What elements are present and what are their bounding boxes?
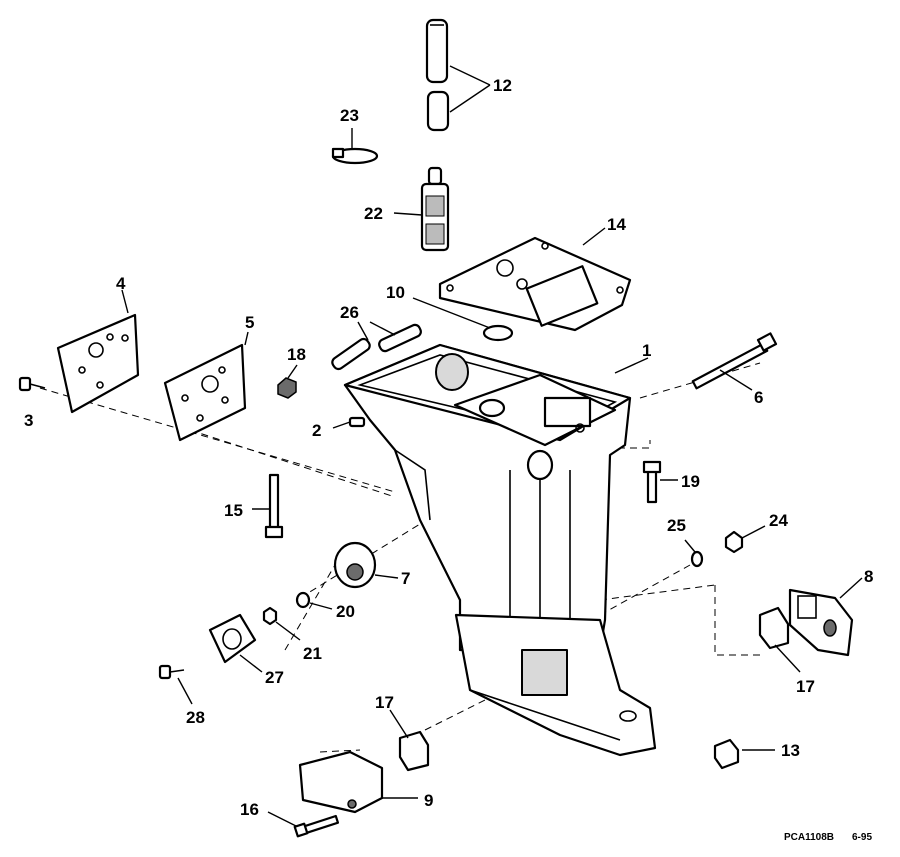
part-3-screw <box>18 376 46 392</box>
label-6: 6 <box>754 388 763 407</box>
part-2-plug <box>332 416 366 429</box>
label-27: 27 <box>265 668 284 687</box>
label-25: 25 <box>667 516 686 535</box>
label-24: 24 <box>769 511 788 530</box>
label-8: 8 <box>864 567 873 586</box>
label-13: 13 <box>781 741 800 760</box>
part-27-gasket <box>208 613 263 673</box>
label-22: 22 <box>364 204 383 223</box>
figure-date: 6-95 <box>852 832 872 843</box>
part-22-filter <box>393 166 450 252</box>
part-10-oring <box>412 297 514 342</box>
label-12: 12 <box>493 76 512 95</box>
part-19-bolt <box>642 460 678 504</box>
label-16: 16 <box>240 800 259 819</box>
label-20: 20 <box>336 602 355 621</box>
part-8-bracket <box>788 577 863 657</box>
part-12-tubes <box>425 18 491 132</box>
part-28-screw <box>158 664 193 705</box>
label-18: 18 <box>287 345 306 364</box>
label-15: 15 <box>224 501 243 520</box>
part-24-nut <box>724 525 766 554</box>
callout-labels: 12 23 22 14 4 10 26 5 1 18 6 3 2 19 15 2… <box>24 76 873 819</box>
part-15-bolt <box>252 473 284 539</box>
label-4: 4 <box>116 274 126 293</box>
figure-code: PCA1108B <box>784 832 834 843</box>
part-21-nut <box>262 606 301 641</box>
part-23-clamp <box>331 128 379 165</box>
label-2: 2 <box>312 421 321 440</box>
label-14: 14 <box>607 215 626 234</box>
part-16-bolt <box>267 811 340 838</box>
part-14-gasket <box>438 227 632 332</box>
label-17b: 17 <box>796 677 815 696</box>
part-6-long-bolt <box>691 332 778 391</box>
label-9: 9 <box>424 791 433 810</box>
part-13-pad <box>713 738 775 770</box>
part-7-mount <box>333 541 399 589</box>
label-21: 21 <box>303 644 322 663</box>
label-19: 19 <box>681 472 700 491</box>
part-20-washer <box>295 591 333 610</box>
label-3: 3 <box>24 411 33 430</box>
label-26: 26 <box>340 303 359 322</box>
part-9-clamp <box>298 750 418 814</box>
label-23: 23 <box>340 106 359 125</box>
label-17a: 17 <box>375 693 394 712</box>
part-17a-pad <box>389 709 430 772</box>
part-18-nut <box>277 364 298 399</box>
part-17b-pad <box>758 606 801 673</box>
label-28: 28 <box>186 708 205 727</box>
part-5-gasket <box>163 331 249 442</box>
label-7: 7 <box>401 569 410 588</box>
part-1-housing <box>343 343 649 652</box>
part-1-lower-leg <box>454 613 657 757</box>
part-25-washer <box>684 539 704 568</box>
part-4-cover <box>56 289 140 414</box>
label-1: 1 <box>642 341 651 360</box>
label-10: 10 <box>386 283 405 302</box>
label-5: 5 <box>245 313 254 332</box>
part-26-hoses <box>331 321 422 371</box>
